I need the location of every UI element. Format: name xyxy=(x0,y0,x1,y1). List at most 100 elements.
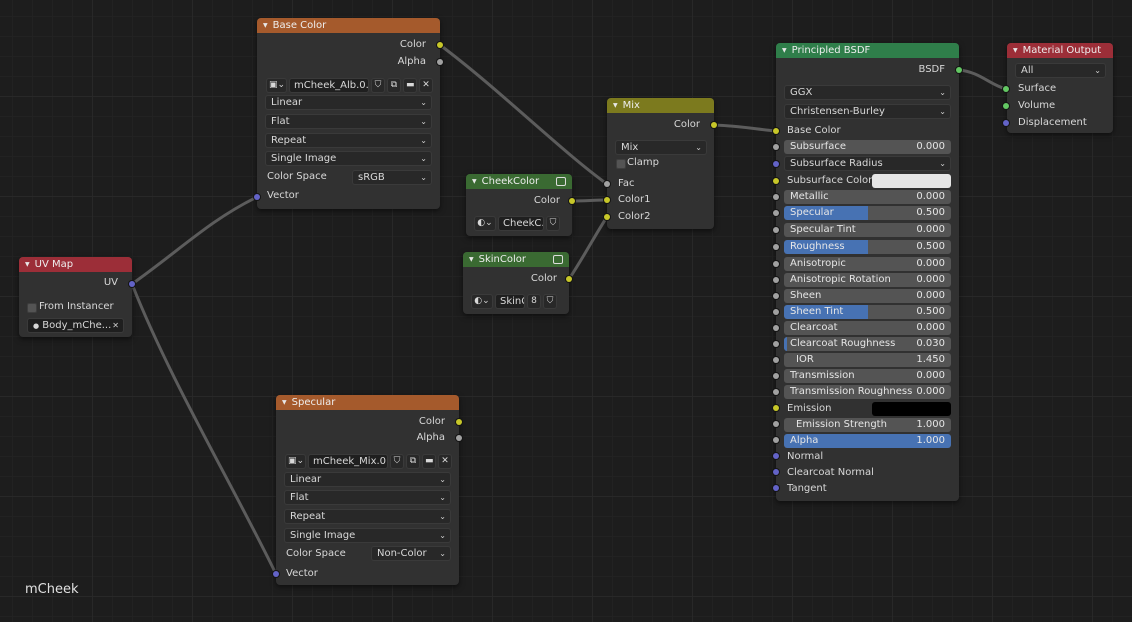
clearcoat-normal-input-socket[interactable] xyxy=(773,469,779,475)
source-dropdown[interactable]: Single Image⌄ xyxy=(284,528,451,543)
collapse-triangle-icon[interactable]: ▼ xyxy=(282,399,287,406)
render-target-dropdown[interactable]: All⌄ xyxy=(1015,63,1106,78)
collapse-triangle-icon[interactable]: ▼ xyxy=(469,256,474,263)
collapse-triangle-icon[interactable]: ▼ xyxy=(782,47,787,54)
subsurface-input-socket[interactable] xyxy=(773,144,779,150)
specular-vector-input-socket[interactable] xyxy=(273,571,279,577)
fake-user-shield-icon[interactable]: ⛉ xyxy=(371,78,385,93)
cheek-color-node[interactable]: ▼ CheekColor Color ◐⌄ CheekC... ⛉ xyxy=(466,174,572,236)
subsurface-radius-dropdown[interactable]: Subsurface Radius⌄ xyxy=(784,156,951,171)
clear-x-icon[interactable]: ✕ xyxy=(112,321,119,330)
bsdf-output-socket[interactable] xyxy=(956,67,962,73)
user-count-badge[interactable]: 8 xyxy=(527,294,541,309)
duplicate-image-icon[interactable]: ⧉ xyxy=(387,78,401,93)
anisotropic-rotation-input-socket[interactable] xyxy=(773,277,779,283)
roughness-input-socket[interactable] xyxy=(773,244,779,250)
mix-color1-input-socket[interactable] xyxy=(604,197,610,203)
clearcoat-roughness-input-socket[interactable] xyxy=(773,341,779,347)
open-folder-icon[interactable]: ▬ xyxy=(422,454,436,469)
skin-color-node[interactable]: ▼ SkinColor Color ◐⌄ SkinC 8 ⛉ xyxy=(463,252,569,314)
projection-dropdown[interactable]: Flat⌄ xyxy=(284,490,451,505)
projection-dropdown[interactable]: Flat⌄ xyxy=(265,114,432,129)
emission-input-socket[interactable] xyxy=(773,405,779,411)
mix-node-header[interactable]: ▼ Mix xyxy=(607,98,714,113)
specular-node-header[interactable]: ▼ Specular xyxy=(276,395,459,410)
cheek-color-output-socket[interactable] xyxy=(569,198,575,204)
ior-input-socket[interactable] xyxy=(773,357,779,363)
specular-texture-node[interactable]: ▼ Specular Color Alpha ▣⌄ mCheek_Mix.0..… xyxy=(276,395,459,585)
volume-input-socket[interactable] xyxy=(1003,103,1009,109)
collapse-triangle-icon[interactable]: ▼ xyxy=(25,261,30,268)
fake-user-shield-icon[interactable]: ⛉ xyxy=(390,454,404,469)
surface-input-socket[interactable] xyxy=(1003,86,1009,92)
base-color-alpha-output-socket[interactable] xyxy=(437,59,443,65)
metallic-input-socket[interactable] xyxy=(773,194,779,200)
color-space-dropdown[interactable]: sRGB⌄ xyxy=(352,170,432,185)
material-output-node[interactable]: ▼ Material Output All⌄ Surface Volume Di… xyxy=(1007,43,1113,133)
specular-input-socket[interactable] xyxy=(773,210,779,216)
subsurface-radius-input-socket[interactable] xyxy=(773,161,779,167)
collapse-triangle-icon[interactable]: ▼ xyxy=(472,178,477,185)
node-tree-browse-icon[interactable]: ◐⌄ xyxy=(471,294,493,309)
subsurface-color-swatch[interactable] xyxy=(872,174,951,188)
emission-strength-input-socket[interactable] xyxy=(773,421,779,427)
distribution-dropdown[interactable]: GGX⌄ xyxy=(784,85,951,100)
from-instancer-checkbox[interactable] xyxy=(27,303,37,313)
interpolation-dropdown[interactable]: Linear⌄ xyxy=(284,472,451,487)
group-name-field[interactable]: CheekC... xyxy=(498,216,544,231)
unlink-close-icon[interactable]: ✕ xyxy=(438,454,452,469)
specular-tint-input-socket[interactable] xyxy=(773,227,779,233)
unlink-close-icon[interactable]: ✕ xyxy=(419,78,433,93)
specular-alpha-output-socket[interactable] xyxy=(456,435,462,441)
clamp-checkbox[interactable] xyxy=(616,159,626,169)
extension-dropdown[interactable]: Repeat⌄ xyxy=(265,133,432,148)
skin-color-node-header[interactable]: ▼ SkinColor xyxy=(463,252,569,267)
bsdf-node-header[interactable]: ▼ Principled BSDF xyxy=(776,43,959,58)
node-group-icon[interactable] xyxy=(556,177,566,186)
emission-color-swatch[interactable] xyxy=(872,402,951,416)
open-folder-icon[interactable]: ▬ xyxy=(403,78,417,93)
anisotropic-input-socket[interactable] xyxy=(773,261,779,267)
base-color-vector-input-socket[interactable] xyxy=(254,194,260,200)
mix-fac-input-socket[interactable] xyxy=(604,181,610,187)
image-name-field[interactable]: mCheek_Mix.0.... xyxy=(308,454,388,469)
node-group-icon[interactable] xyxy=(553,255,563,264)
tangent-input-socket[interactable] xyxy=(773,485,779,491)
image-browse-icon[interactable]: ▣⌄ xyxy=(266,78,287,93)
collapse-triangle-icon[interactable]: ▼ xyxy=(263,22,268,29)
collapse-triangle-icon[interactable]: ▼ xyxy=(1013,47,1018,54)
uv-map-node-header[interactable]: ▼ UV Map xyxy=(19,257,132,272)
mix-node[interactable]: ▼ Mix Color Mix⌄ Clamp Fac Color1 Color2 xyxy=(607,98,714,229)
cheek-color-node-header[interactable]: ▼ CheekColor xyxy=(466,174,572,189)
collapse-triangle-icon[interactable]: ▼ xyxy=(613,102,618,109)
normal-input-socket[interactable] xyxy=(773,453,779,459)
base-color-color-output-socket[interactable] xyxy=(437,42,443,48)
uv-map-name-field[interactable]: ● Body_mChe... ✕ xyxy=(27,318,124,333)
base-color-input-socket[interactable] xyxy=(773,128,779,134)
alpha-input-socket[interactable] xyxy=(773,437,779,443)
group-name-field[interactable]: SkinC xyxy=(495,294,525,309)
uv-output-socket[interactable] xyxy=(129,281,135,287)
image-name-field[interactable]: mCheek_Alb.0.... xyxy=(289,78,369,93)
sheen-input-socket[interactable] xyxy=(773,293,779,299)
node-tree-browse-icon[interactable]: ◐⌄ xyxy=(474,216,496,231)
image-browse-icon[interactable]: ▣⌄ xyxy=(285,454,306,469)
fake-user-shield-icon[interactable]: ⛉ xyxy=(543,294,557,309)
extension-dropdown[interactable]: Repeat⌄ xyxy=(284,509,451,524)
source-dropdown[interactable]: Single Image⌄ xyxy=(265,151,432,166)
color-space-dropdown[interactable]: Non-Color⌄ xyxy=(371,546,451,561)
material-output-node-header[interactable]: ▼ Material Output xyxy=(1007,43,1113,58)
mix-color2-input-socket[interactable] xyxy=(604,214,610,220)
base-color-node-header[interactable]: ▼ Base Color xyxy=(257,18,440,33)
base-color-node[interactable]: ▼ Base Color Color Alpha ▣⌄ mCheek_Alb.0… xyxy=(257,18,440,209)
